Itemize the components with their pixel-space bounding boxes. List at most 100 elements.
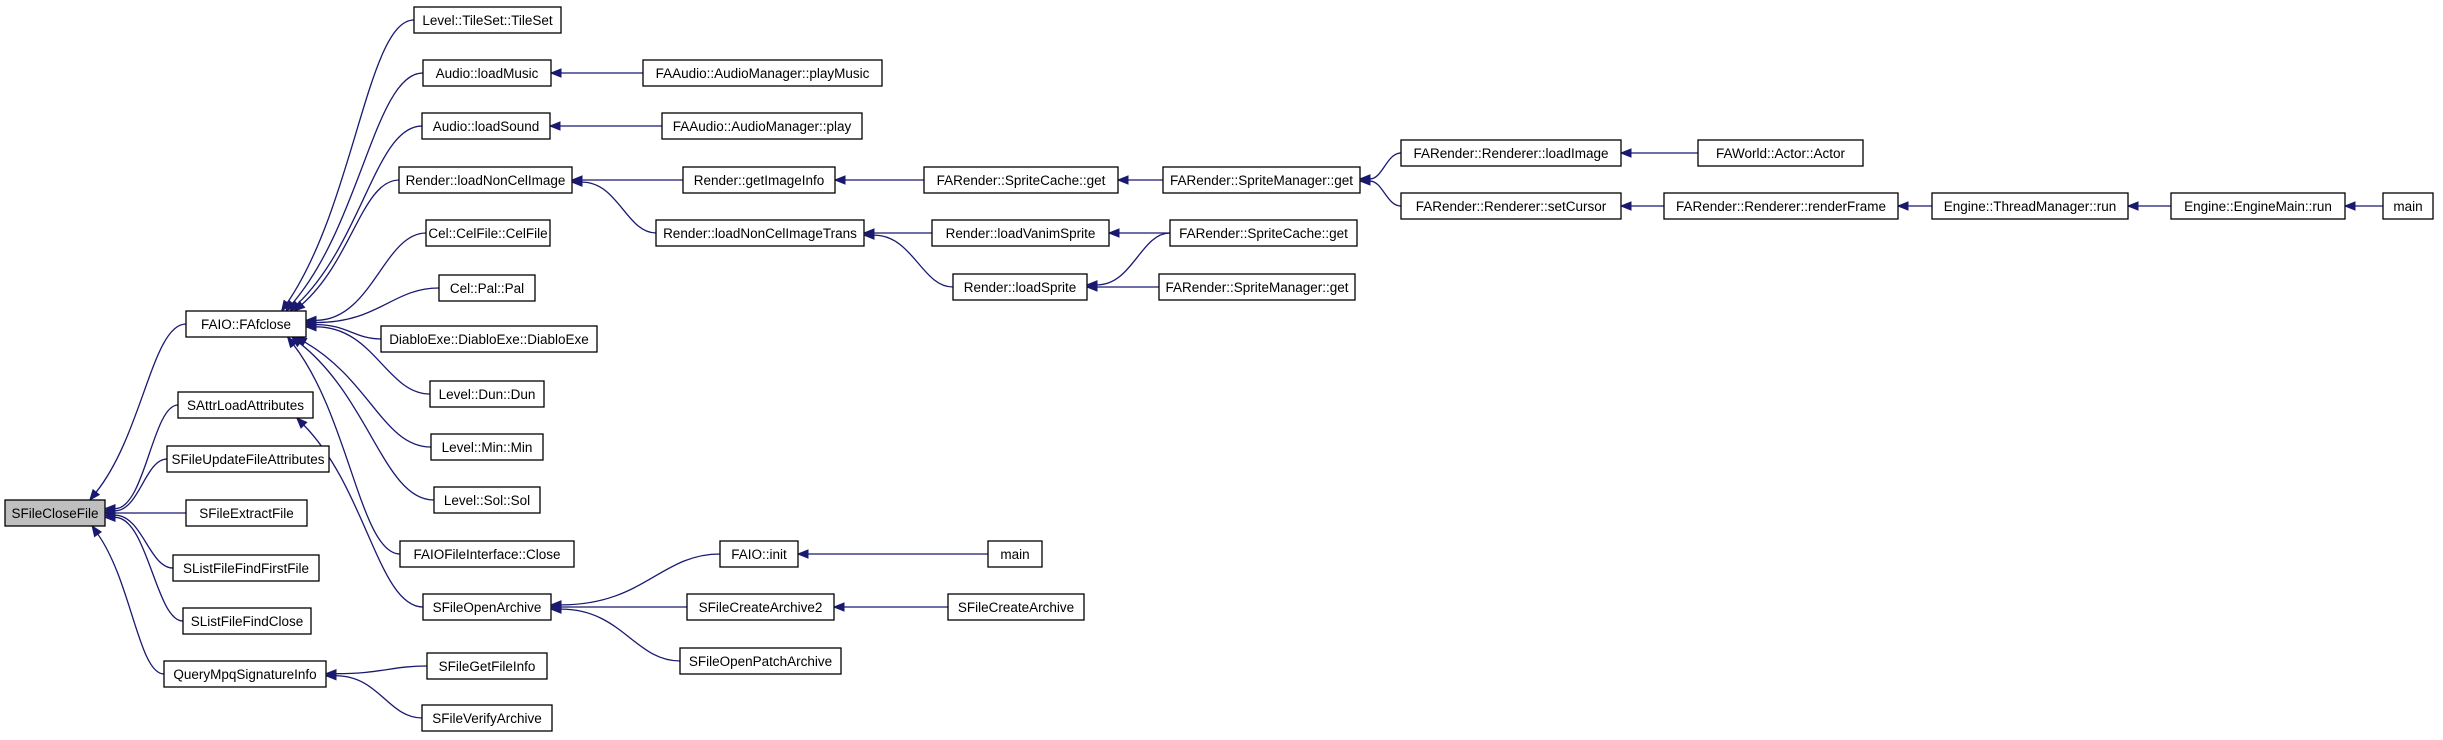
graph-node-audio-loadmusic[interactable]: Audio::loadMusic [422,59,552,87]
graph-node-renderer-setcursor[interactable]: FARender::Renderer::setCursor [1400,192,1622,220]
graph-node-level-min[interactable]: Level::Min::Min [430,433,544,461]
graph-node-slistfilefindfirstfile[interactable]: SListFileFindFirstFile [172,554,320,582]
graph-node-level-sol[interactable]: Level::Sol::Sol [433,486,541,514]
node-label: main [1000,547,1029,562]
node-box [1663,192,1899,220]
edge-line [114,458,168,512]
edge-main-2-to-enginemain-run [2343,201,2383,211]
graph-node-faio-init[interactable]: FAIO::init [719,540,799,568]
graph-node-faaudio-play[interactable]: FAAudio::AudioManager::play [661,112,863,140]
graph-node-actor-actor[interactable]: FAWorld::Actor::Actor [1697,139,1864,167]
edge-diabloexe-to-faio-fafclose [304,319,382,340]
edge-sfilecreatearchive-to-sfilecreatearchive2 [832,602,949,612]
graph-node-main-2[interactable]: main [2382,192,2434,220]
graph-node-sfilecreatearchive2[interactable]: SFileCreateArchive2 [686,593,835,621]
node-box [1931,192,2129,220]
graph-node-faaudio-playmusic[interactable]: FAAudio::AudioManager::playMusic [642,59,883,87]
graph-node-render-loadnoncellimage[interactable]: Render::loadNonCelImage [398,166,573,194]
edge-line [95,323,187,493]
graph-node-renderer-renderframe[interactable]: FARender::Renderer::renderFrame [1663,192,1899,220]
node-label: SFileCreateArchive2 [699,600,823,615]
graph-node-sfileverifyarchive[interactable]: SFileVerifyArchive [421,704,553,732]
graph-node-render-loadvanimsprite[interactable]: Render::loadVanimSprite [931,219,1110,247]
graph-node-spritemanager-get-2[interactable]: FARender::SpriteManager::get [1158,273,1356,301]
graph-node-spritemanager-get-1[interactable]: FARender::SpriteManager::get [1162,166,1361,194]
node-label: SListFileFindClose [191,614,304,629]
edge-spritemanager-get-2-to-render-loadsprite [1085,282,1159,292]
node-box [421,112,551,140]
edge-line [1096,232,1171,286]
graph-node-diabloexe[interactable]: DiabloExe::DiabloExe::DiabloExe [380,325,598,353]
graph-node-enginemain-run[interactable]: Engine::EngineMain::run [2170,192,2346,220]
graph-node-sfileopenpatcharchive[interactable]: SFileOpenPatchArchive [679,647,842,675]
edge-renderer-setcursor-to-spritemanager-get-1 [1358,176,1402,207]
node-label: FARender::Renderer::renderFrame [1676,199,1886,214]
edge-spritecache-get-1-to-render-getimageinfo [833,175,924,185]
graph-node-slistfilefindclose[interactable]: SListFileFindClose [182,607,312,635]
graph-node-renderer-loadimage[interactable]: FARender::Renderer::loadImage [1400,139,1622,167]
graph-node-sfileopenarchive[interactable]: SFileOpenArchive [422,593,552,621]
node-box [947,593,1085,621]
node-label: FAIO::FAfclose [201,317,291,332]
node-box [2170,192,2346,220]
node-label: SFileGetFileInfo [439,659,536,674]
arrowhead [1107,228,1120,238]
arrowhead [796,549,809,559]
edge-renderer-renderframe-to-renderer-setcursor [1619,201,1664,211]
graph-node-spritecache-get-2[interactable]: FARender::SpriteCache::get [1169,219,1358,247]
graph-node-sfilecreatearchive[interactable]: SFileCreateArchive [947,593,1085,621]
graph-node-sfileclosefile[interactable]: SFileCloseFile [4,499,106,527]
graph-node-threadmanager-run[interactable]: Engine::ThreadManager::run [1931,192,2129,220]
node-label: Render::loadNonCelImage [406,173,566,188]
graph-node-faiofileinterface-close[interactable]: FAIOFileInterface::Close [399,540,575,568]
edge-faaudio-playmusic-to-audio-loadmusic [549,68,643,78]
graph-node-cel-pal[interactable]: Cel::Pal::Pal [438,274,536,302]
node-box [1158,273,1356,301]
edge-cel-pal-to-faio-fafclose [304,287,440,328]
graph-node-faio-fafclose[interactable]: FAIO::FAfclose [185,310,307,338]
node-box [172,554,320,582]
node-label: FARender::SpriteManager::get [1165,280,1348,295]
edge-line [114,514,174,569]
node-label: FARender::Renderer::loadImage [1413,146,1608,161]
graph-node-render-loadsprite[interactable]: Render::loadSprite [952,273,1088,301]
edge-spritecache-get-2-to-render-loadvanimsprite [1107,228,1170,238]
arrowhead [304,322,317,332]
node-label: FAIOFileInterface::Close [413,547,560,562]
node-box [430,433,544,461]
node-label: SFileUpdateFileAttributes [171,452,324,467]
node-label: Level::Min::Min [442,440,533,455]
graph-node-cel-celfile[interactable]: Cel::CelFile::CelFile [425,219,551,247]
graph-node-level-dun[interactable]: Level::Dun::Dun [429,380,545,408]
edge-enginemain-run-to-threadmanager-run [2126,201,2171,211]
edge-line [560,553,721,606]
node-label: SFileCreateArchive [958,600,1074,615]
edge-line [335,665,428,675]
node-label: FARender::SpriteCache::get [937,173,1106,188]
arrowhead [1085,282,1098,292]
arrowhead [548,121,561,131]
graph-node-sfileextractfile[interactable]: SFileExtractFile [185,499,308,527]
edge-line [304,341,432,448]
graph-node-sattrloadattributes[interactable]: SAttrLoadAttributes [177,391,314,419]
graph-node-main-1[interactable]: main [987,540,1043,568]
arrowhead [2343,201,2356,211]
node-label: Engine::EngineMain::run [2184,199,2332,214]
graph-node-sfilegetfileinfo[interactable]: SFileGetFileInfo [426,652,548,680]
graph-node-render-getimageinfo[interactable]: Render::getImageInfo [682,166,836,194]
node-box [952,273,1088,301]
node-label: DiabloExe::DiabloExe::DiabloExe [389,332,589,347]
graph-node-render-loadnoncelimagetrans[interactable]: Render::loadNonCelImageTrans [655,219,865,247]
node-label: Cel::CelFile::CelFile [428,226,547,241]
graph-node-querympqsignatureinfo[interactable]: QueryMpqSignatureInfo [163,660,327,688]
graph-node-level-tileset[interactable]: Level::TileSet::TileSet [413,6,562,34]
edge-line [291,72,424,304]
graph-node-spritecache-get-1[interactable]: FARender::SpriteCache::get [923,166,1119,194]
node-box [1169,219,1358,247]
node-box [426,652,548,680]
node-box [1400,192,1622,220]
arrowhead [570,177,583,187]
edge-line [335,675,423,719]
graph-node-audio-loadsound[interactable]: Audio::loadSound [421,112,551,140]
graph-node-sfileupdatefileattributes[interactable]: SFileUpdateFileAttributes [166,445,330,473]
